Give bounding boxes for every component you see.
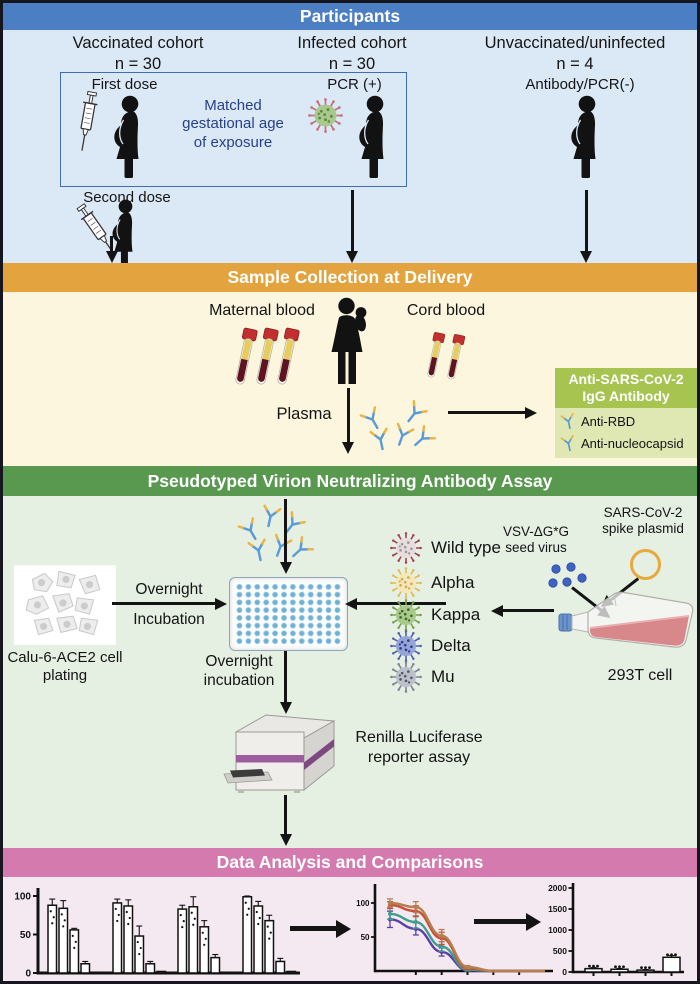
vaccinated-cohort-n: n = 30	[114, 55, 162, 73]
svg-text:50: 50	[361, 933, 370, 942]
svg-text:0: 0	[562, 967, 567, 977]
svg-text:100: 100	[356, 899, 370, 908]
arrow-curves-to-titers	[474, 919, 528, 924]
maternal-blood-label: Maternal blood	[209, 302, 315, 319]
culture-flask-icon	[558, 591, 694, 648]
sample-collection-header: Sample Collection at Delivery	[3, 263, 697, 292]
matched-gestational-age-box	[60, 72, 407, 187]
spike-plasmid-label: SARS-CoV-2 spike plasmid	[602, 505, 684, 537]
pcr-positive-label: PCR (+)	[327, 76, 382, 93]
variant-row: Wild type	[389, 530, 501, 566]
igg-box-title: Anti-SARS-CoV-2 IgG Antibody	[555, 368, 697, 408]
titer-bar-chart: 0 500 1000 1500 2000	[548, 883, 684, 977]
svg-text:100: 100	[14, 892, 31, 903]
assay-section	[3, 466, 697, 848]
arrow-cells-to-plate	[112, 602, 216, 606]
variant-row: Alpha	[389, 565, 474, 601]
participants-header: Participants	[3, 3, 697, 30]
overnight-incubation-label-line2: Incubation	[133, 611, 205, 628]
vaccinated-cohort-title: Vaccinated cohort	[72, 34, 204, 52]
variant-row: Kappa	[389, 597, 480, 633]
variant-label: Mu	[431, 667, 455, 686]
svg-text:1000: 1000	[548, 925, 567, 935]
antibody-icon	[559, 433, 577, 453]
seed-virus-particles-icon	[548, 562, 587, 588]
variant-row: Delta	[389, 628, 471, 664]
arrow-antibodies-to-plate	[284, 499, 288, 563]
sars-cov-2-virus-icon	[307, 97, 344, 134]
variant-label: Kappa	[431, 605, 481, 624]
igg-box-item: Anti-RBD	[555, 408, 697, 430]
arrow-plate-to-reader	[284, 651, 288, 703]
igg-box-item: Anti-nucleocapsid	[555, 430, 697, 452]
svg-text:500: 500	[553, 946, 567, 956]
variant-label: Delta	[431, 636, 471, 655]
pregnant-figure-icon	[350, 95, 394, 180]
virus-icon-alpha	[389, 566, 423, 600]
cord-blood-label: Cord blood	[406, 302, 486, 319]
arrow-infected-down	[350, 190, 354, 252]
matched-note: Matched gestational age of exposure	[182, 97, 284, 151]
pregnant-figure-icon	[562, 95, 606, 180]
virus-icon-wild-type	[389, 531, 423, 565]
arrow-plasma-down	[346, 388, 350, 443]
96-well-plate-icon	[229, 577, 348, 651]
plasma-label: Plasma	[276, 405, 332, 423]
svg-text:1500: 1500	[548, 904, 567, 914]
mother-and-baby-icon	[325, 297, 377, 387]
svg-text:0: 0	[25, 969, 31, 980]
arrow-virus-to-plate	[356, 602, 446, 606]
seed-virus-label: VSV-ΔG*G seed virus	[502, 524, 570, 556]
arrow-unvaccinated-down	[584, 190, 588, 252]
arrow-to-igg-box	[448, 411, 526, 415]
calu6-cells-image	[14, 565, 116, 645]
renilla-luciferase-label: Renilla Luciferase reporter assay	[355, 729, 483, 766]
overnight2-line2: incubation	[203, 671, 275, 689]
virus-icon-delta	[389, 629, 423, 663]
arrow-flask-to-variants	[502, 609, 554, 613]
overnight-incubation-label-line1: Overnight	[135, 581, 203, 598]
dose-response-chart: 50 100	[356, 884, 553, 975]
variant-label: Wild type	[431, 538, 501, 557]
variant-label: Alpha	[431, 573, 475, 592]
unvaccinated-cohort-title: Unvaccinated/uninfected	[484, 34, 666, 52]
svg-text:50: 50	[20, 930, 32, 941]
antibody-pcr-negative-label: Antibody/PCR(-)	[525, 76, 635, 93]
overnight2-line1: Overnight	[205, 653, 273, 670]
igg-item-label: Anti-RBD	[581, 413, 636, 429]
neutralizing-antibodies-icon	[238, 505, 310, 563]
first-dose-label: First dose	[91, 76, 158, 93]
overnight-incubation-2-label: Overnight incubation	[196, 653, 282, 691]
svg-text:2000: 2000	[548, 883, 567, 893]
unvaccinated-cohort-n: n = 4	[556, 55, 594, 73]
igg-antibody-box: Anti-SARS-CoV-2 IgG Antibody Anti-RBD An…	[555, 368, 697, 458]
293t-cell-label: 293T cell	[607, 667, 673, 684]
arrow-vaccinated-down	[110, 236, 114, 252]
variant-row: Mu	[389, 659, 455, 695]
infected-cohort-title: Infected cohort	[297, 34, 407, 52]
plate-wells	[235, 583, 342, 645]
second-dose-label: Second dose	[83, 189, 171, 206]
igg-item-label: Anti-nucleocapsid	[581, 435, 684, 451]
pregnant-figure-icon	[105, 95, 149, 180]
plasmid-ring-icon	[630, 549, 661, 580]
arrow-reader-to-analysis	[284, 795, 288, 835]
assay-header: Pseudotyped Virion Neutralizing Antibody…	[3, 466, 697, 496]
antibody-icon	[559, 411, 577, 431]
plasma-antibodies-icon	[360, 394, 432, 452]
virus-icon-mu	[389, 660, 423, 694]
grouped-bar-chart: 0 50 100	[14, 888, 300, 980]
plate-reader-icon	[223, 714, 336, 793]
calu6-cell-plating-label: Calu-6-ACE2 cell plating	[7, 649, 123, 685]
infected-cohort-n: n = 30	[328, 55, 376, 73]
arrow-bars-to-curves	[290, 926, 338, 931]
virus-icon-kappa	[389, 598, 423, 632]
analysis-header: Data Analysis and Comparisons	[3, 848, 697, 877]
